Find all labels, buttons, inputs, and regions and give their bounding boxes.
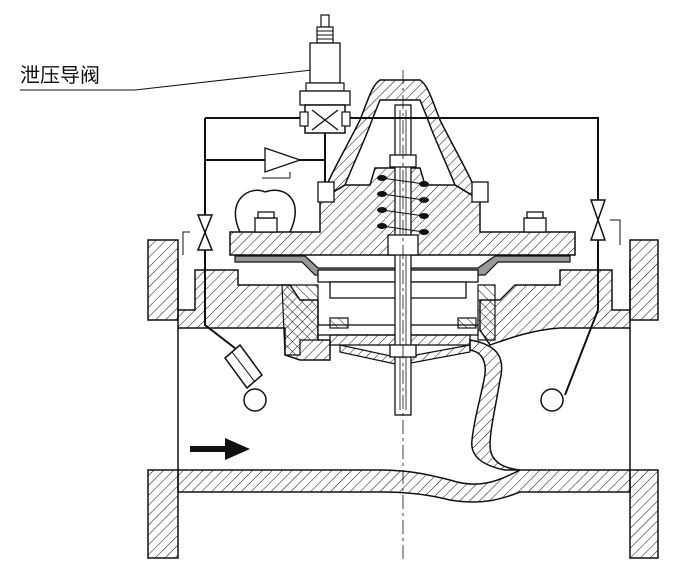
strainer <box>223 343 264 390</box>
label-leader-line <box>20 69 313 91</box>
relief-pilot-valve <box>299 14 351 134</box>
right-flange <box>629 239 659 321</box>
stem-and-spring <box>377 70 429 560</box>
flow-direction-arrow <box>190 438 250 460</box>
left-needle-valve <box>182 214 214 255</box>
left-flange <box>147 239 179 321</box>
right-needle-valve <box>589 199 621 245</box>
outlet-pressure-tap <box>540 388 564 412</box>
relief-pilot-valve-label: 泄压导阀 <box>20 63 100 87</box>
inlet-pressure-tap <box>243 388 267 412</box>
check-valve-symbol <box>262 147 303 179</box>
pilot-tubing <box>204 117 599 396</box>
